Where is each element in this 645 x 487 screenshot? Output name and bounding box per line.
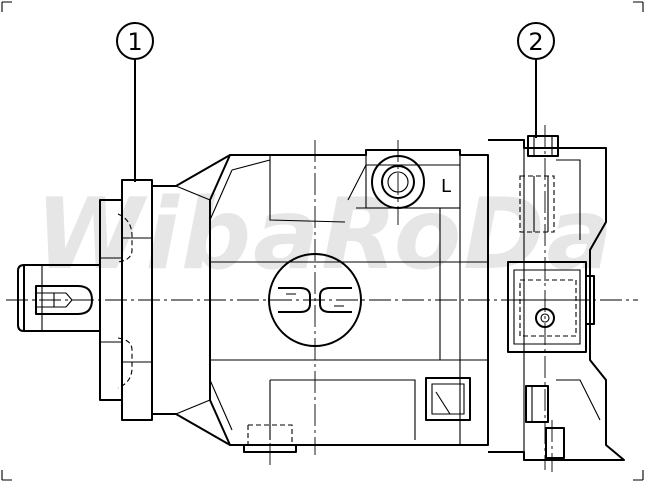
shaft-key	[35, 285, 93, 315]
callout-2: 2	[517, 22, 555, 138]
port-l-label: L	[441, 176, 451, 197]
callout-1: 1	[116, 22, 154, 182]
callout-2-label: 2	[528, 28, 543, 56]
bottom-boss	[243, 410, 297, 465]
port-l: L	[365, 140, 461, 225]
drive-shaft	[17, 264, 100, 332]
adjust-screw-bottom	[525, 385, 565, 459]
centre-bore	[268, 140, 362, 455]
adjust-screw-top	[519, 135, 559, 233]
lower-port-block	[425, 377, 471, 421]
callout-1-label: 1	[127, 28, 142, 56]
control-end	[488, 125, 625, 472]
